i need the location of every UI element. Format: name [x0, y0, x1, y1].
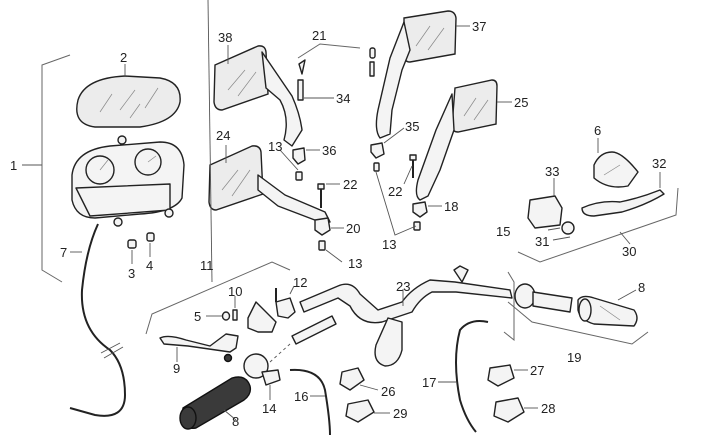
pivot-bolt-10 [232, 296, 238, 321]
throttle-cable-16 [289, 368, 331, 436]
bracket-11 [145, 0, 291, 335]
bolt-22-left [317, 183, 340, 208]
grip-8-right [577, 289, 638, 327]
callout-27: 27 [530, 363, 544, 378]
callout-11: 11 [200, 258, 214, 273]
callout-2: 2 [120, 50, 127, 65]
left-bar-end [269, 315, 337, 363]
callout-13-c: 13 [382, 237, 396, 252]
callout-30: 30 [622, 244, 636, 259]
washer-5 [206, 311, 231, 321]
mirror-38 [213, 45, 303, 147]
callout-20: 20 [346, 221, 360, 236]
bracket-21 [297, 43, 361, 101]
callout-24: 24 [216, 128, 230, 143]
bracket-19 [503, 271, 649, 345]
callout-36: 36 [322, 143, 336, 158]
callout-9: 9 [173, 361, 180, 376]
leader-13-right [375, 171, 417, 236]
callout-28: 28 [541, 401, 555, 416]
bracket-30 [517, 187, 679, 263]
adapter-20 [314, 217, 344, 263]
master-cylinder-33 [527, 178, 575, 241]
callout-37: 37 [472, 19, 486, 34]
grip-8-left [179, 376, 252, 430]
callout-19: 19 [567, 350, 581, 365]
adapter-35 [370, 127, 405, 172]
callout-32: 32 [652, 156, 666, 171]
callout-38: 38 [218, 30, 232, 45]
callout-16: 16 [294, 389, 308, 404]
callout-5: 5 [194, 309, 201, 324]
callout-13-a: 13 [268, 139, 282, 154]
callout-13-b: 13 [348, 256, 362, 271]
screw-34 [369, 47, 376, 77]
bracket-1 [22, 54, 71, 283]
callout-1: 1 [10, 158, 17, 173]
callout-22-left: 22 [343, 177, 357, 192]
callout-4: 4 [146, 258, 153, 273]
callout-14: 14 [262, 401, 276, 416]
callout-34: 34 [336, 91, 350, 106]
callout-8-left: 8 [232, 414, 239, 429]
callout-3: 3 [128, 266, 135, 281]
nut-3 [127, 239, 137, 264]
switch-28 [493, 397, 538, 423]
clamp-12 [275, 285, 296, 319]
mirror-24 [208, 145, 331, 223]
nut-small [223, 353, 233, 363]
handlebar-23 [299, 265, 513, 367]
callout-23: 23 [396, 279, 410, 294]
speedometer-cable [69, 223, 127, 417]
callout-26: 26 [381, 384, 395, 399]
mirror-37 [375, 10, 470, 139]
callout-17: 17 [422, 375, 436, 390]
callout-33: 33 [545, 164, 559, 179]
callout-8-right: 8 [638, 280, 645, 295]
callout-labels: 1 2 3 4 5 6 7 8 8 9 10 11 12 13 13 13 13… [10, 19, 666, 429]
callout-7: 7 [60, 245, 67, 260]
callout-35: 35 [405, 119, 419, 134]
switch-29 [345, 399, 390, 423]
instrument-cluster [71, 135, 185, 227]
bolt-22-right [403, 154, 417, 185]
callout-25: 25 [514, 95, 528, 110]
callout-22-right: 22 [388, 184, 402, 199]
callout-21: 21 [312, 28, 326, 43]
switch-26 [339, 367, 379, 391]
brake-cable-17 [438, 320, 489, 433]
throttle-tube [514, 283, 573, 313]
adapter-36 [279, 147, 320, 181]
lever-bracket [247, 301, 277, 333]
mirror-25 [415, 79, 512, 201]
callout-31: 31 [535, 234, 549, 249]
callout-18: 18 [444, 199, 458, 214]
adapter-18 [412, 201, 442, 231]
callout-12: 12 [293, 275, 307, 290]
brake-lever-9 [159, 333, 239, 362]
throttle-14 [243, 353, 281, 400]
callout-10: 10 [228, 284, 242, 299]
callout-15: 15 [496, 224, 510, 239]
instrument-lens [76, 64, 181, 128]
reservoir-cover-6 [593, 138, 639, 188]
callout-29: 29 [393, 406, 407, 421]
screw-4 [146, 232, 155, 257]
switch-27 [487, 364, 528, 387]
brake-lever-32 [581, 172, 665, 217]
callout-6: 6 [594, 123, 601, 138]
